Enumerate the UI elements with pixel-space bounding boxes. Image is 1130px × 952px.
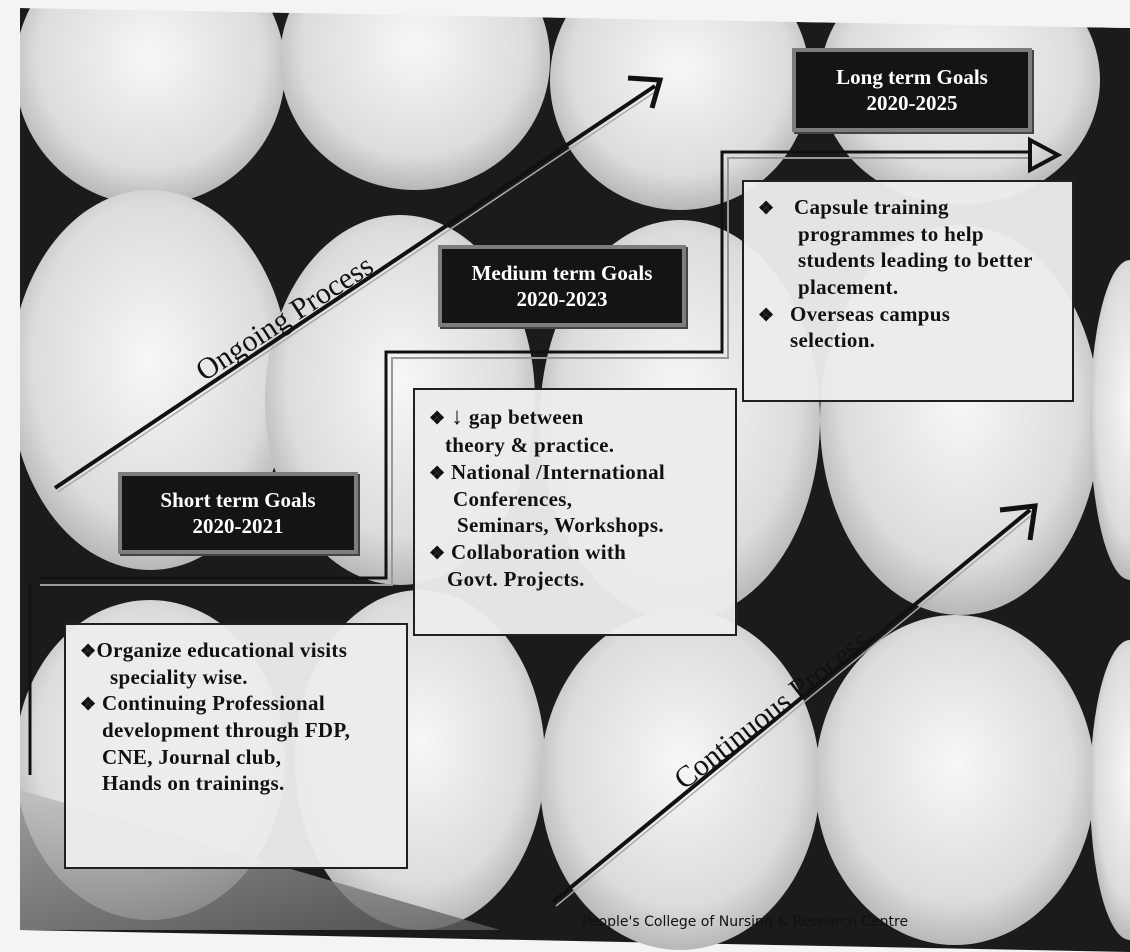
long-term-years: 2020-2025 bbox=[866, 91, 958, 115]
medium-term-title: Medium term Goals 2020-2023 bbox=[438, 245, 686, 327]
medium-term-goals-box: ❖ ↓ gap between theory & practice. ❖ Nat… bbox=[413, 388, 737, 636]
bullet-diamond-icon: ❖ bbox=[758, 198, 775, 218]
long-term-title: Long term Goals 2020-2025 bbox=[792, 48, 1032, 132]
short-term-goals-box: ❖Organize educational visits speciality … bbox=[64, 623, 408, 869]
short-term-title: Short term Goals 2020-2021 bbox=[118, 472, 358, 554]
medium-term-years: 2020-2023 bbox=[516, 287, 608, 311]
down-arrow-icon: ↓ bbox=[451, 404, 464, 430]
short-term-item: ❖ Continuing Professional development th… bbox=[80, 691, 351, 796]
medium-term-title-text: Medium term Goals bbox=[471, 260, 653, 285]
long-term-title-text: Long term Goals bbox=[836, 64, 988, 89]
medium-term-item: ❖ National /International Conferences, S… bbox=[429, 460, 665, 538]
long-term-goals-box: ❖ Capsule training programmes to help st… bbox=[742, 180, 1074, 402]
short-term-years: 2020-2021 bbox=[192, 514, 284, 538]
medium-term-item: ❖ ↓ gap between theory & practice. bbox=[429, 404, 615, 458]
footer-credit: People's College of Nursing & Research C… bbox=[582, 914, 909, 930]
short-term-title-text: Short term Goals bbox=[160, 487, 316, 512]
bullet-diamond-icon: ❖ bbox=[429, 408, 446, 428]
medium-term-item: ❖ Collaboration with Govt. Projects. bbox=[429, 540, 627, 591]
bullet-diamond-icon: ❖ bbox=[758, 304, 775, 325]
long-term-item: ❖ Overseas campus selection. bbox=[758, 301, 951, 353]
bullet-diamond-icon: ❖ bbox=[80, 694, 97, 715]
short-term-item: ❖Organize educational visits speciality … bbox=[80, 638, 348, 689]
bullet-diamond-icon: ❖ bbox=[80, 641, 97, 661]
bullet-diamond-icon: ❖ bbox=[429, 543, 446, 564]
bullet-diamond-icon: ❖ bbox=[429, 463, 446, 484]
long-term-item: ❖ Capsule training programmes to help st… bbox=[758, 195, 1033, 299]
